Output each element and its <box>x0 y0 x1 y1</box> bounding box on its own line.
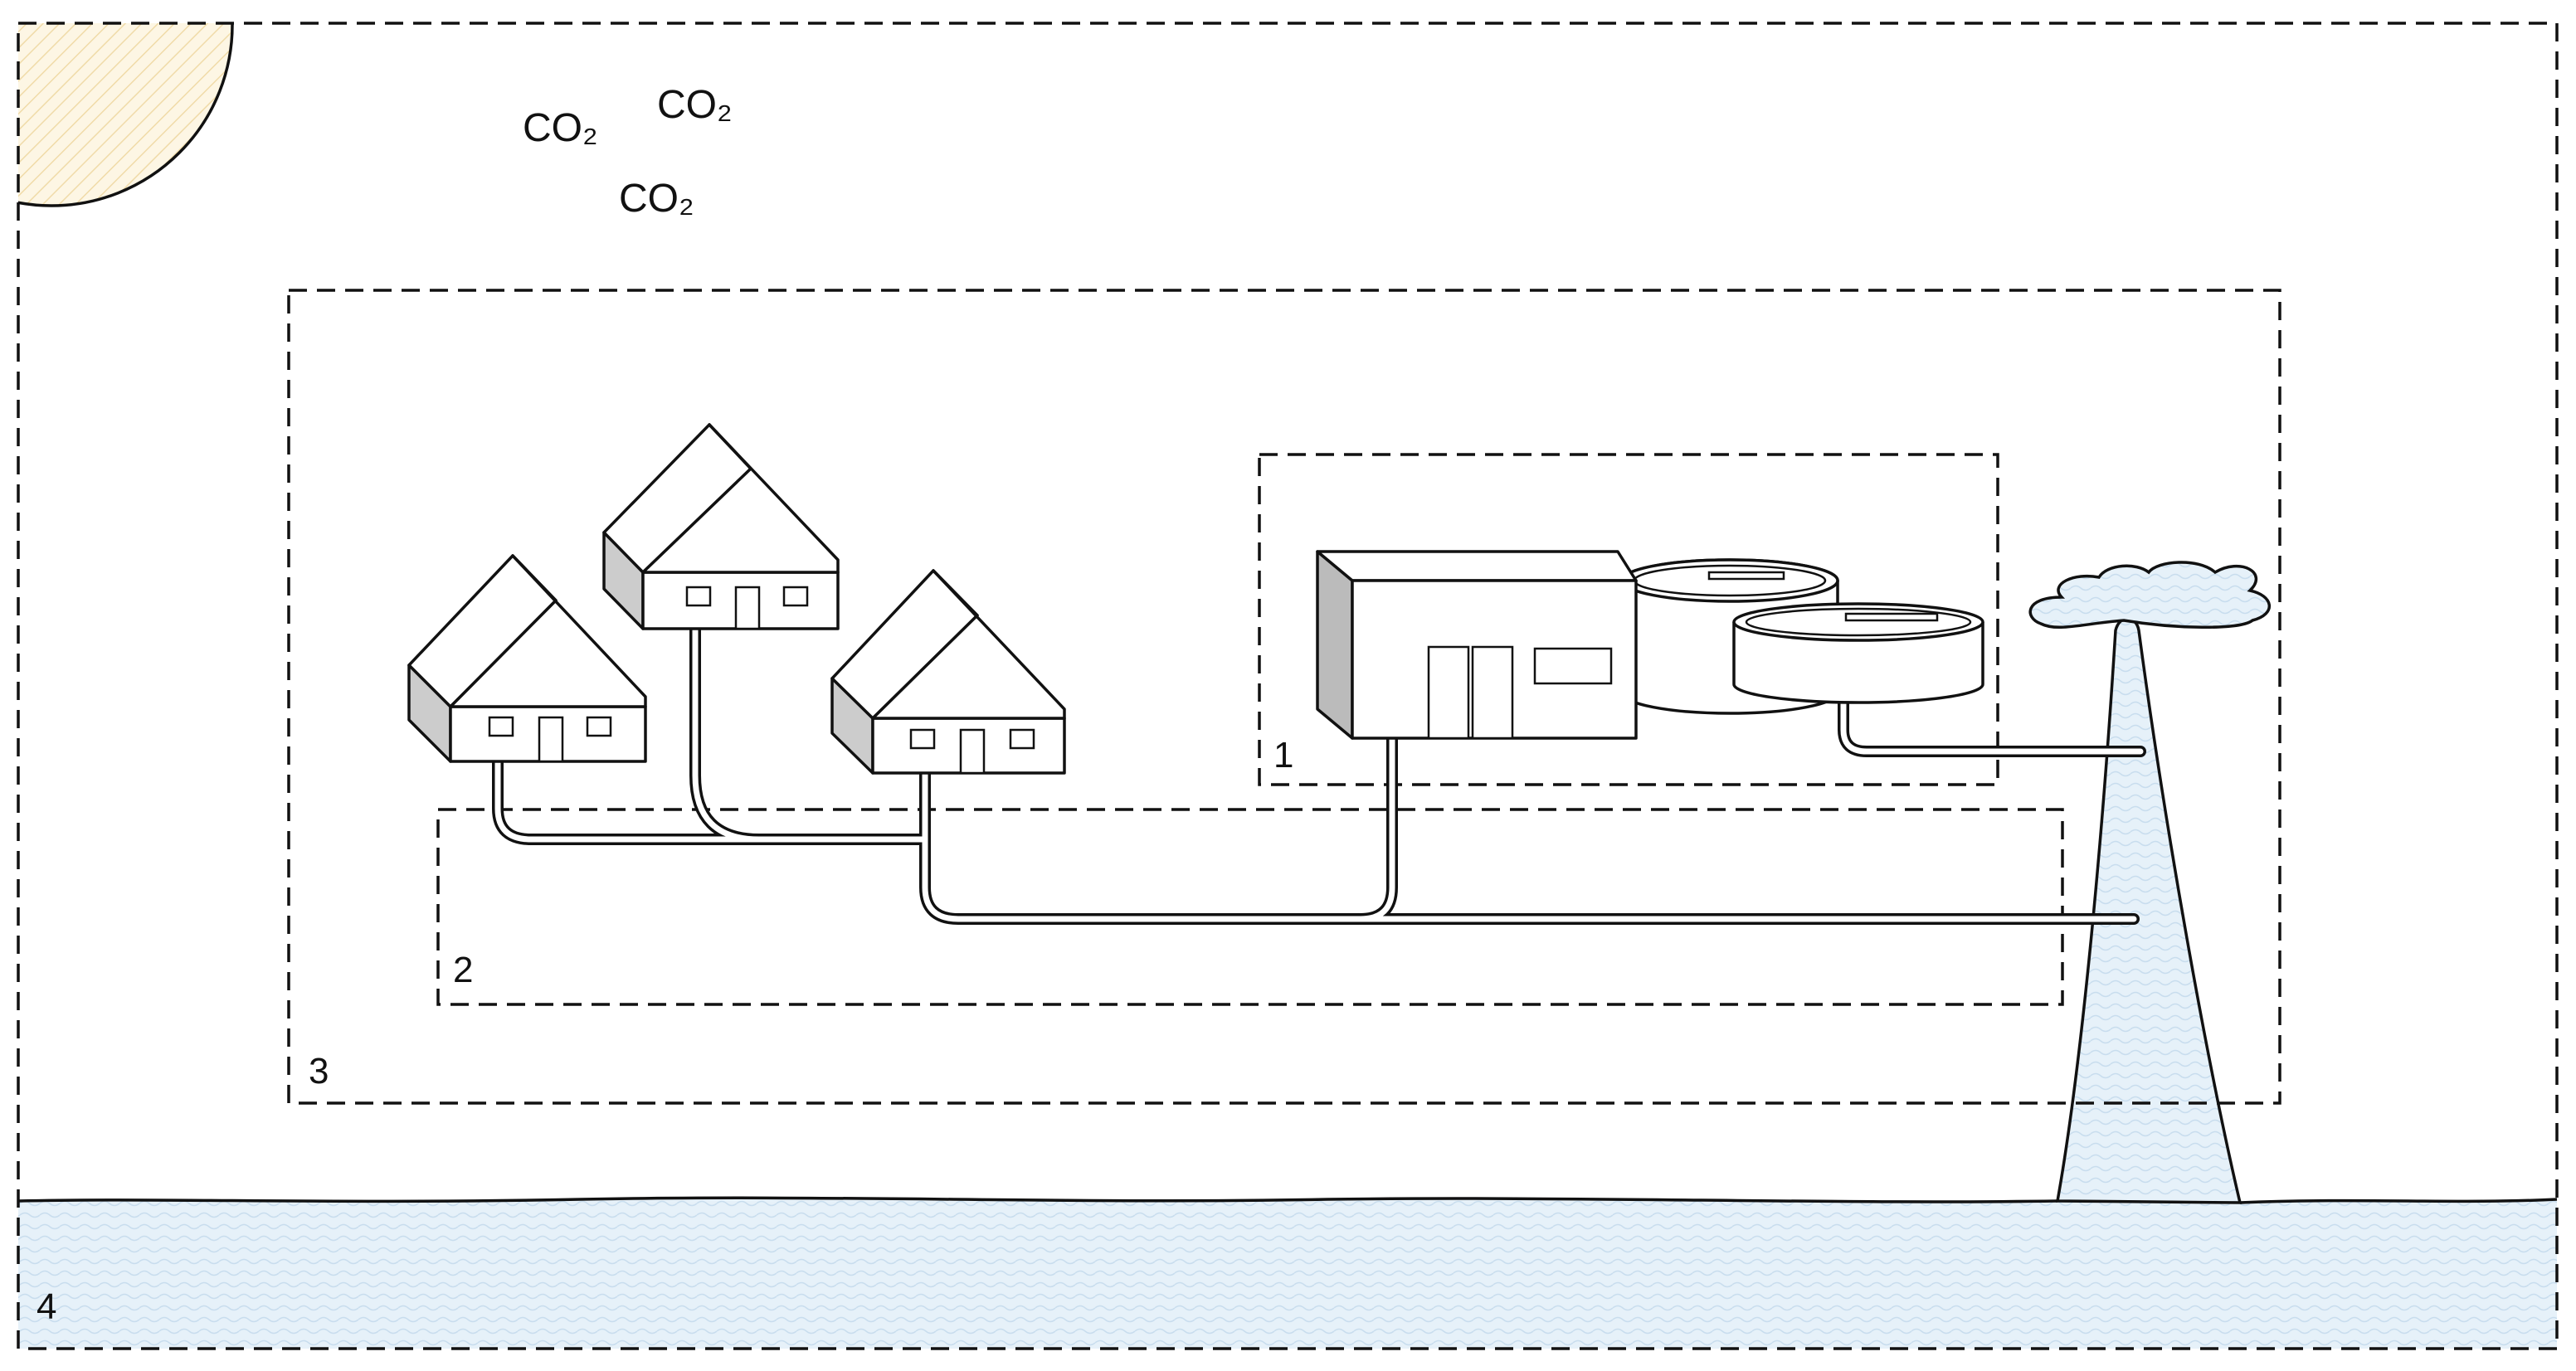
box-4-label: 4 <box>37 1286 56 1327</box>
house-icon <box>407 554 647 763</box>
house-icon <box>602 423 840 630</box>
co2-label: CO₂ <box>619 177 694 221</box>
boundary-box-4 <box>17 22 2559 1350</box>
shoreline <box>17 1196 2558 1204</box>
box-2-label: 2 <box>453 950 473 990</box>
boundary-box-3 <box>287 289 2281 1105</box>
sun-icon <box>18 23 234 207</box>
boundary-box-1 <box>1258 453 1999 786</box>
pipe-network <box>492 623 2146 925</box>
water-body-icon <box>18 1198 2557 1349</box>
co2-label: CO₂ <box>523 106 598 150</box>
treatment-plant-icon <box>1316 550 1984 740</box>
box-3-label: 3 <box>309 1051 329 1091</box>
boundary-box-2 <box>436 808 2064 1006</box>
box-1-label: 1 <box>1273 735 1293 775</box>
house-icon <box>830 569 1066 775</box>
co2-label: CO₂ <box>657 83 733 127</box>
clarifier-tank <box>1732 602 1984 704</box>
water-tree-icon <box>2028 561 2271 1204</box>
